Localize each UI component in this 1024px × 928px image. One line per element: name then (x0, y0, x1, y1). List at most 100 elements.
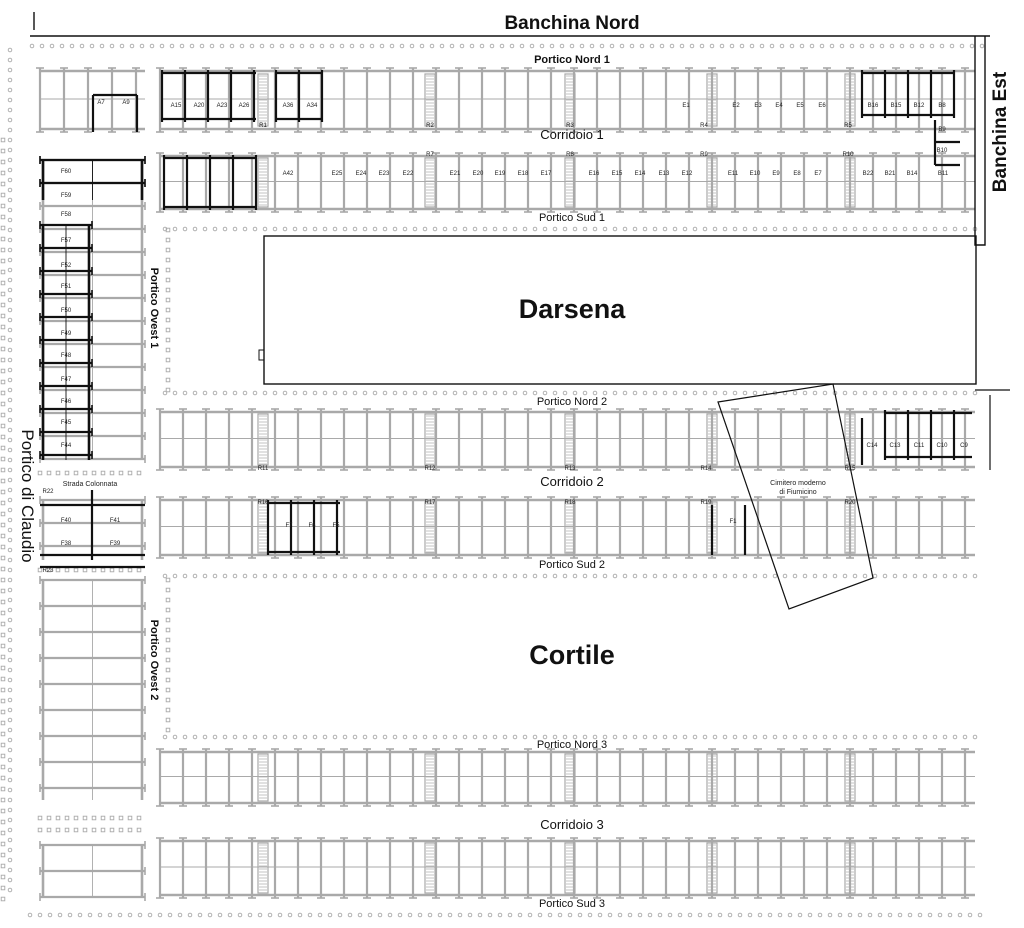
column-dot (192, 734, 198, 740)
column-dot (157, 912, 163, 918)
column-pier (91, 567, 97, 573)
room-label: C11 (914, 443, 925, 449)
room-label: E22 (403, 171, 414, 177)
column-pier (109, 815, 115, 821)
column-dot (627, 912, 633, 918)
column-pier (0, 511, 6, 517)
column-pier (127, 470, 133, 476)
column-dot (272, 226, 278, 232)
column-dot (137, 912, 143, 918)
column-dot (7, 547, 13, 553)
column-dot (682, 390, 688, 396)
column-dot (422, 734, 428, 740)
column-dot (7, 407, 13, 413)
column-dot (282, 573, 288, 579)
column-dot (392, 573, 398, 579)
column-dot (792, 226, 798, 232)
column-dot (262, 226, 268, 232)
column-dot (7, 467, 13, 473)
column-dot (839, 43, 845, 49)
column-dot (189, 43, 195, 49)
column-dot (192, 573, 198, 579)
stair-block (257, 842, 269, 894)
column-dot (782, 734, 788, 740)
column-dot (357, 912, 363, 918)
column-dot (507, 912, 513, 918)
column-dot (339, 43, 345, 49)
room-label: B21 (885, 171, 896, 177)
column-dot (629, 43, 635, 49)
header-portico-nord-2: Portico Nord 2 (537, 396, 607, 408)
room-label: C10 (936, 443, 948, 449)
column-pier (0, 874, 6, 880)
column-pier (0, 203, 6, 209)
stair-block (564, 842, 576, 894)
stair-block (564, 753, 576, 802)
header-portico-nord-1: Portico Nord 1 (534, 54, 610, 66)
column-dot (832, 573, 838, 579)
room-label: A9 (122, 100, 130, 106)
column-pier (136, 827, 142, 833)
column-pier (0, 302, 6, 308)
column-dot (757, 912, 763, 918)
room-label: F46 (61, 399, 72, 405)
column-pier (0, 258, 6, 264)
column-dot (282, 734, 288, 740)
column-dot (547, 912, 553, 918)
column-dot (442, 226, 448, 232)
room-label: E5 (796, 103, 804, 109)
column-dot (752, 573, 758, 579)
column-dot (889, 43, 895, 49)
header-corridoio-1: Corridoio 1 (540, 127, 604, 142)
column-dot (949, 43, 955, 49)
column-dot (912, 390, 918, 396)
column-dot (622, 734, 628, 740)
column-dot (219, 43, 225, 49)
column-dot (107, 912, 113, 918)
column-pier (0, 577, 6, 583)
column-dot (812, 734, 818, 740)
column-pier (82, 567, 88, 573)
column-pier (0, 731, 6, 737)
column-dot (597, 912, 603, 918)
column-dot (229, 43, 235, 49)
column-dot (722, 226, 728, 232)
room-label: B8 (938, 103, 946, 109)
column-pier (0, 170, 6, 176)
column-dot (319, 43, 325, 49)
column-dot (542, 573, 548, 579)
column-dot (372, 226, 378, 232)
column-dot (97, 912, 103, 918)
column-dot (892, 734, 898, 740)
column-pier (0, 247, 6, 253)
column-dot (542, 390, 548, 396)
column-pier (55, 827, 61, 833)
column-dot (162, 734, 168, 740)
column-pier (165, 717, 171, 723)
column-dot (7, 317, 13, 323)
column-dot (482, 573, 488, 579)
column-dot (687, 912, 693, 918)
column-dot (79, 43, 85, 49)
room-label: B16 (868, 103, 879, 109)
column-dot (589, 43, 595, 49)
column-dot (537, 912, 543, 918)
column-dot (199, 43, 205, 49)
column-dot (417, 912, 423, 918)
column-dot (7, 47, 13, 53)
column-dot (7, 297, 13, 303)
column-pier (165, 317, 171, 323)
column-dot (7, 717, 13, 723)
column-dot (567, 912, 573, 918)
column-dot (712, 734, 718, 740)
column-dot (412, 573, 418, 579)
column-dot (7, 747, 13, 753)
column-dot (7, 737, 13, 743)
room-label: F40 (61, 518, 72, 524)
column-pier (165, 327, 171, 333)
darsena-basin (263, 235, 977, 385)
column-dot (37, 912, 43, 918)
column-dot (672, 573, 678, 579)
column-dot (7, 77, 13, 83)
room-label: F47 (61, 377, 72, 383)
